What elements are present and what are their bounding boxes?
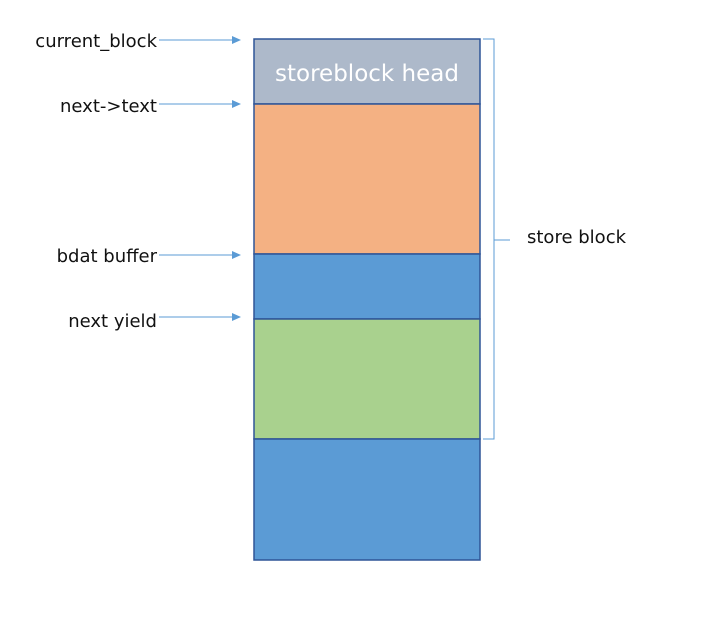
bdat-buffer-pointer: bdat buffer	[57, 246, 241, 267]
next-yield-label: next yield	[68, 311, 157, 332]
storeblock-head-label: storeblock head	[275, 61, 459, 87]
next-yield-pointer: next yield	[68, 311, 241, 332]
bdat-buffer-label: bdat buffer	[57, 246, 158, 267]
next-text-pointer: next->text	[60, 96, 241, 117]
current-block-arrowhead-icon	[232, 36, 241, 44]
trailing-block	[253, 438, 481, 561]
store-block-label: store block	[527, 227, 627, 248]
next-text-label: next->text	[60, 96, 157, 117]
next-yield-arrowhead-icon	[232, 313, 241, 321]
next-yield-block	[253, 318, 481, 440]
current-block-label: current_block	[35, 31, 157, 52]
store-block-bracket	[483, 38, 495, 440]
storeblock-head-block	[253, 38, 481, 105]
bdat-buffer-arrowhead-icon	[232, 251, 241, 259]
current-block-pointer: current_block	[35, 31, 241, 52]
next-text-arrowhead-icon	[232, 100, 241, 108]
next-text-block	[253, 103, 481, 255]
bdat-buffer-block	[253, 253, 481, 320]
